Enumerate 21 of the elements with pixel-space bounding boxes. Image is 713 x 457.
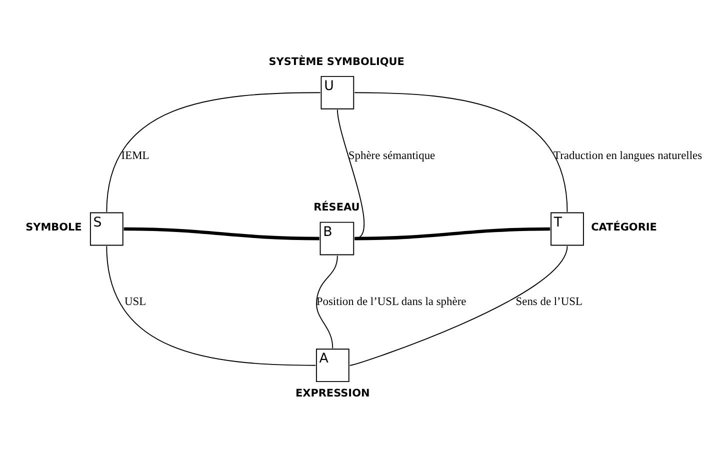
edge-label: IEML	[121, 150, 150, 162]
connector	[349, 245, 568, 366]
connector	[124, 226, 320, 240]
connector	[354, 226, 550, 240]
connector	[354, 92, 568, 212]
edge-label: USL	[124, 295, 146, 308]
connector	[336, 108, 365, 239]
node-box: A	[316, 348, 350, 382]
node-box: S	[90, 212, 124, 246]
node-box: B	[320, 221, 354, 255]
node-label: SYSTÈME SYMBOLIQUE	[268, 55, 404, 68]
node-label: SYMBOLE	[26, 221, 82, 234]
node-label: EXPRESSION	[295, 387, 370, 400]
edge-label: Sphère sémantique	[348, 150, 436, 162]
connector	[106, 245, 316, 366]
node-label: CATÉGORIE	[591, 221, 657, 234]
node-box: U	[320, 75, 354, 109]
node-box: T	[550, 212, 584, 246]
connector	[106, 92, 321, 212]
edge-label: Sens de l’USL	[516, 295, 582, 308]
node-label: RÉSEAU	[314, 201, 360, 214]
